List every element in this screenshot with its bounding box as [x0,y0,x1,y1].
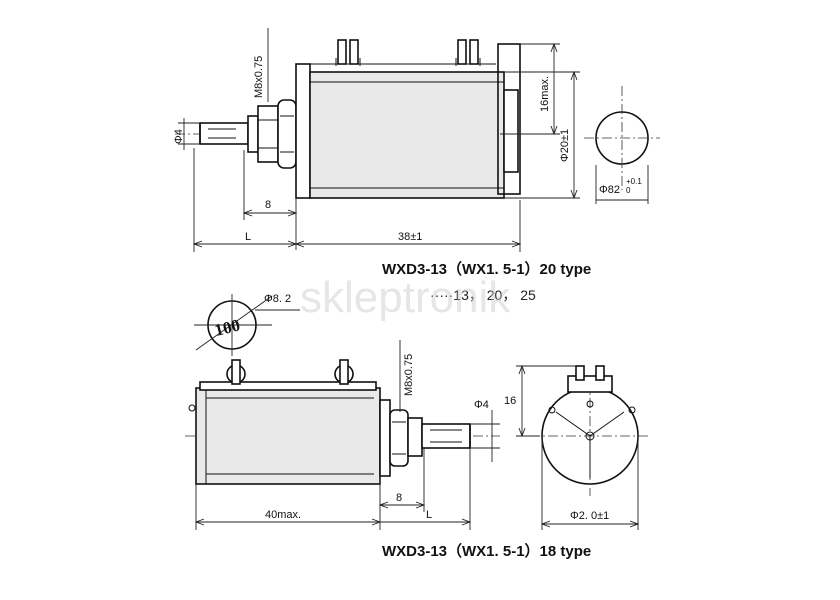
dial-dia-label: Φ8. 2 [264,293,291,305]
bottom-dia-dim [540,436,640,530]
top-side-dia-label: Φ82 [599,184,620,196]
bottom-caption: WXD3-13（WX1. 5-1）18 type [382,542,591,560]
top-dim-8 [242,150,298,250]
top-side-tol-upper: +0.1 [626,177,642,186]
bottom-drawing: 100 Φ8. 2 [185,293,650,560]
top-dia-label: Φ20±1 [559,129,571,162]
bottom-dim-40-label: 40max. [265,509,301,521]
bottom-side-view [530,365,650,496]
bottom-shaft [421,423,471,449]
bottom-dims [194,448,472,530]
top-body [295,43,521,199]
top-caption: WXD3-13（WX1. 5-1）20 type [382,260,591,278]
bottom-height-label: 16 [504,395,516,407]
top-bushing-nut [247,99,297,169]
top-height-label: 16max. [539,76,551,112]
bottom-shaft-dim [470,410,500,462]
top-dim-8-label: 8 [265,199,271,211]
top-dim-L-label: L [245,231,251,243]
bottom-body [188,381,381,485]
top-dim-L-38 [192,148,522,252]
top-terminals [310,39,496,66]
top-shaft [199,122,249,145]
bottom-shaft-label: Φ4 [474,399,489,411]
top-shaft-label: Φ4 [173,129,185,144]
top-side-view [584,86,660,204]
top-height-dim [500,42,560,136]
bottom-dim-8-label: 8 [396,492,402,504]
bottom-dia-label: Φ2. 0±1 [570,510,609,522]
bottom-dim-L-label: L [426,509,432,521]
watermark: skleptronik [300,273,511,322]
bottom-terminals [226,359,354,385]
bottom-bushing [379,399,423,477]
bottom-thread-label: M8x0.75 [403,354,415,396]
bottom-height-dim [516,364,576,438]
lengths-line: ·····13， 20， 25 [430,287,536,303]
top-shaft-dim [178,118,200,150]
top-side-tol-lower: 0 [626,186,631,195]
top-drawing: M8x0.75 Φ4 16max. Φ20±1 [173,28,660,278]
top-thread-label: M8x0.75 [253,56,265,98]
top-dim-38-label: 38±1 [398,231,422,243]
dial-badge [194,294,300,356]
top-dia-dim [504,70,580,200]
